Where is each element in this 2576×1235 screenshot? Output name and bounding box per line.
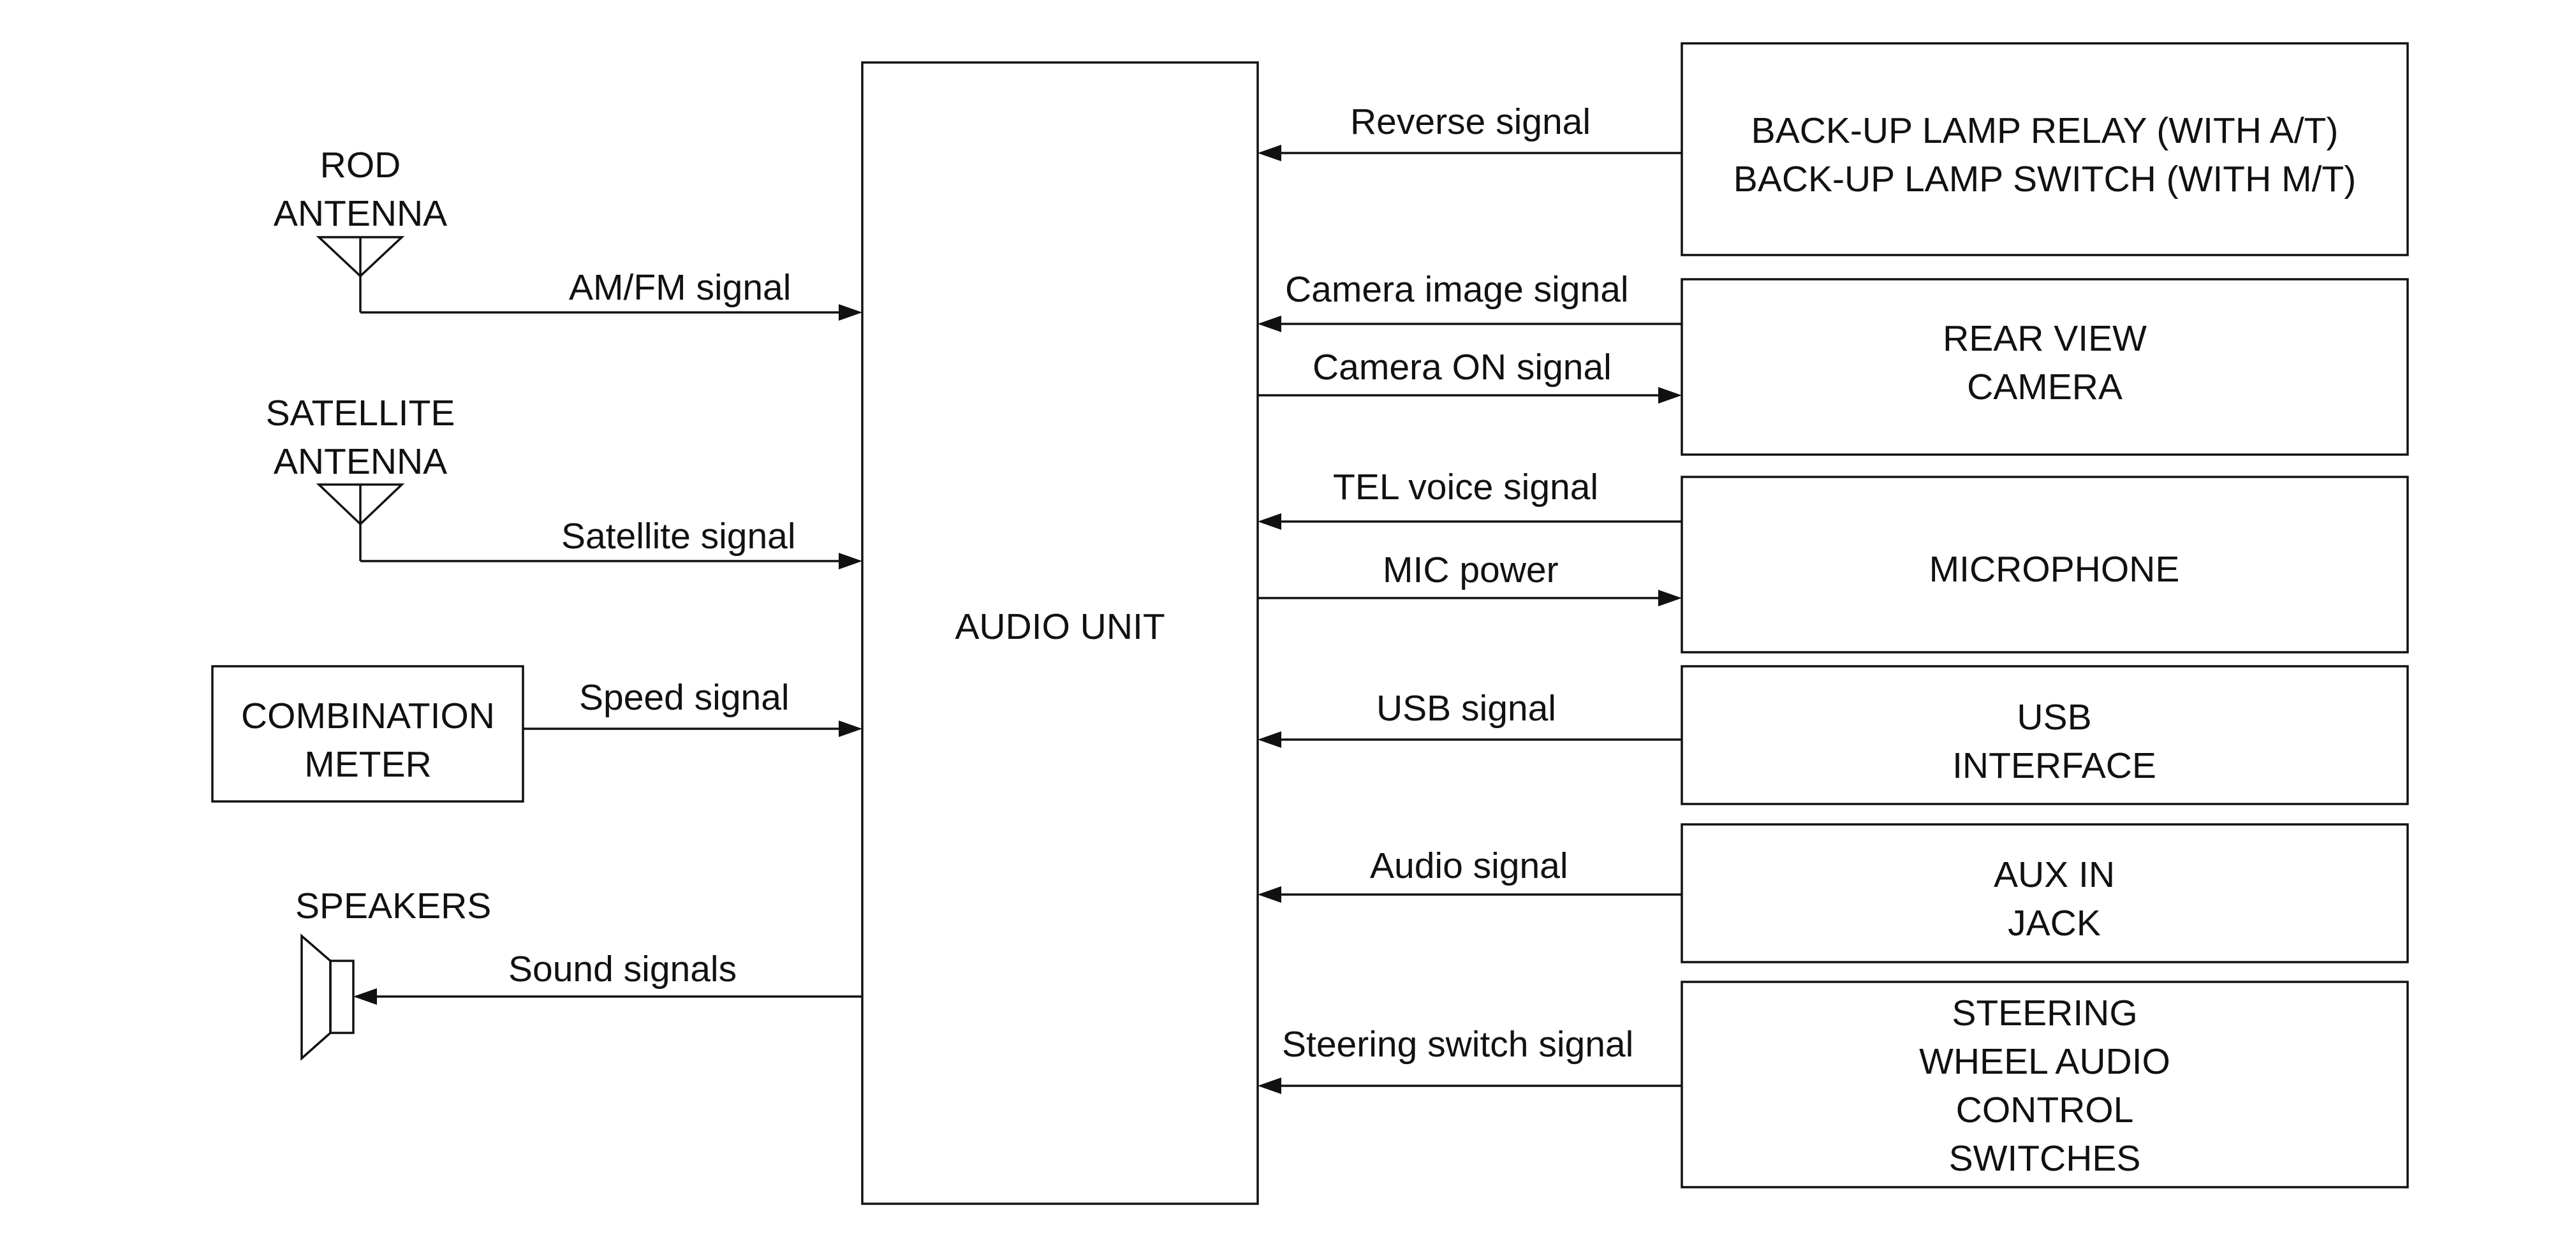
aux-in-jack-box [1681, 823, 2409, 963]
steering-switches-label-line-3: CONTROL [1956, 1090, 2134, 1130]
steering-switch-signal-label: Steering switch signal [1282, 1024, 1633, 1065]
rear-view-camera-label-line-1: REAR VIEW [1943, 318, 2147, 359]
speakers: SPEAKERS Sound signals [295, 886, 862, 1061]
speaker-icon [300, 933, 355, 1061]
sound-signals-arrowhead [353, 988, 377, 1005]
microphone-box [1681, 476, 2409, 654]
am-fm-signal-label: AM/FM signal [569, 267, 791, 308]
combination-meter-box [211, 665, 524, 803]
combination-meter-label-line-2: METER [304, 744, 432, 785]
rear-view-camera: REAR VIEW CAMERA Camera image signal Cam… [1258, 269, 2409, 456]
tel-voice-signal-arrowhead [1258, 513, 1281, 530]
speed-signal-arrowhead [839, 720, 862, 737]
steering-switches-label-line-2: WHEEL AUDIO [1919, 1041, 2170, 1082]
reverse-signal-label: Reverse signal [1350, 101, 1591, 142]
audio-unit-box [861, 61, 1259, 1205]
rear-view-camera-box [1681, 278, 2409, 456]
audio-unit-label: AUDIO UNIT [955, 606, 1165, 647]
audio-signal-label: Audio signal [1370, 845, 1568, 886]
rod-antenna-label-line-2: ANTENNA [274, 193, 447, 234]
mic-power-arrowhead [1658, 590, 1682, 606]
backup-lamp-box [1681, 42, 2409, 256]
mic-power-label: MIC power [1383, 550, 1559, 590]
usb-interface-label-line-2: INTERFACE [1952, 745, 2156, 786]
steering-switch-signal-arrowhead [1258, 1078, 1281, 1094]
microphone: MICROPHONE TEL voice signal MIC power [1258, 467, 2409, 654]
speakers-label: SPEAKERS [295, 886, 491, 926]
camera-on-signal-label: Camera ON signal [1313, 347, 1612, 388]
combination-meter-label-line-1: COMBINATION [241, 696, 495, 736]
rear-view-camera-label-line-2: CAMERA [1967, 367, 2123, 407]
aux-in-jack-label-line-2: JACK [2008, 903, 2101, 944]
steering-switches-label-line-1: STEERING [1952, 993, 2137, 1034]
satellite-antenna-label-line-1: SATELLITE [266, 393, 455, 434]
microphone-label: MICROPHONE [1929, 549, 2180, 590]
usb-interface-box [1681, 665, 2409, 805]
antenna-icon [316, 483, 405, 561]
aux-in-jack: AUX IN JACK Audio signal [1258, 823, 2409, 963]
reverse-signal-arrowhead [1258, 145, 1281, 161]
speed-signal-label: Speed signal [579, 677, 790, 718]
backup-lamp-label-line-1: BACK-UP LAMP RELAY (WITH A/T) [1751, 110, 2339, 151]
rod-antenna-label-line-1: ROD [320, 145, 401, 186]
usb-signal-label: USB signal [1376, 688, 1556, 729]
aux-in-jack-label-line-1: AUX IN [1994, 854, 2115, 895]
audio-unit: AUDIO UNIT [861, 61, 1259, 1205]
steering-switches: STEERING WHEEL AUDIO CONTROL SWITCHES St… [1258, 981, 2409, 1188]
camera-image-signal-label: Camera image signal [1285, 269, 1629, 310]
steering-switches-label-line-4: SWITCHES [1949, 1138, 2141, 1179]
combination-meter: COMBINATION METER Speed signal [211, 665, 862, 803]
satellite-antenna-label-line-2: ANTENNA [274, 441, 447, 482]
satellite-signal-arrowhead [839, 553, 862, 569]
satellite-signal-label: Satellite signal [561, 516, 796, 557]
rod-antenna: ROD ANTENNA AM/FM signal [274, 145, 862, 321]
backup-lamp-label-line-2: BACK-UP LAMP SWITCH (WITH M/T) [1733, 159, 2356, 200]
tel-voice-signal-label: TEL voice signal [1333, 467, 1598, 508]
usb-interface: USB INTERFACE USB signal [1258, 665, 2409, 805]
antenna-icon [316, 236, 405, 312]
camera-on-signal-arrowhead [1658, 387, 1682, 404]
usb-signal-arrowhead [1258, 731, 1281, 748]
audio-signal-arrowhead [1258, 886, 1281, 903]
sound-signals-label: Sound signals [508, 949, 737, 990]
backup-lamp: BACK-UP LAMP RELAY (WITH A/T) BACK-UP LA… [1258, 42, 2409, 256]
steering-switches-box [1681, 981, 2409, 1188]
usb-interface-label-line-1: USB [2017, 697, 2091, 738]
am-fm-signal-arrowhead [839, 304, 862, 321]
satellite-antenna: SATELLITE ANTENNA Satellite signal [266, 393, 862, 569]
camera-image-signal-arrowhead [1258, 316, 1281, 332]
